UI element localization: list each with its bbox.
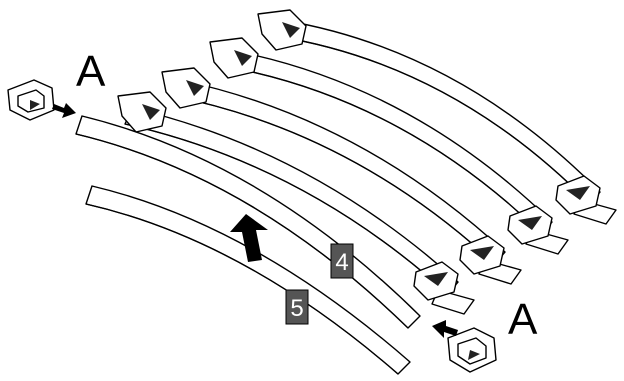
bold-up-arrow-icon xyxy=(230,214,268,262)
slat-unassembled-front xyxy=(85,185,411,375)
slat-number-badge-5: 5 xyxy=(285,289,309,325)
slat-number-4: 4 xyxy=(335,249,348,276)
slat-assembled-4 xyxy=(124,107,459,295)
loose-cap-bottom-right xyxy=(447,327,497,373)
slat-number-badge-4: 4 xyxy=(330,243,354,279)
small-left-arrow-icon xyxy=(432,320,458,338)
slat-assembled-1 xyxy=(274,19,601,205)
slat-unassembled-upper xyxy=(75,115,421,329)
callout-letter-a-top: A xyxy=(76,47,106,96)
small-right-arrow-icon xyxy=(52,103,76,118)
slat-end-cap-icon xyxy=(413,175,601,301)
callout-letter-a-bottom: A xyxy=(508,295,538,344)
slat-number-5: 5 xyxy=(290,295,303,322)
loose-cap-top-left xyxy=(7,79,55,121)
slat-end-cap-icon xyxy=(117,9,307,133)
